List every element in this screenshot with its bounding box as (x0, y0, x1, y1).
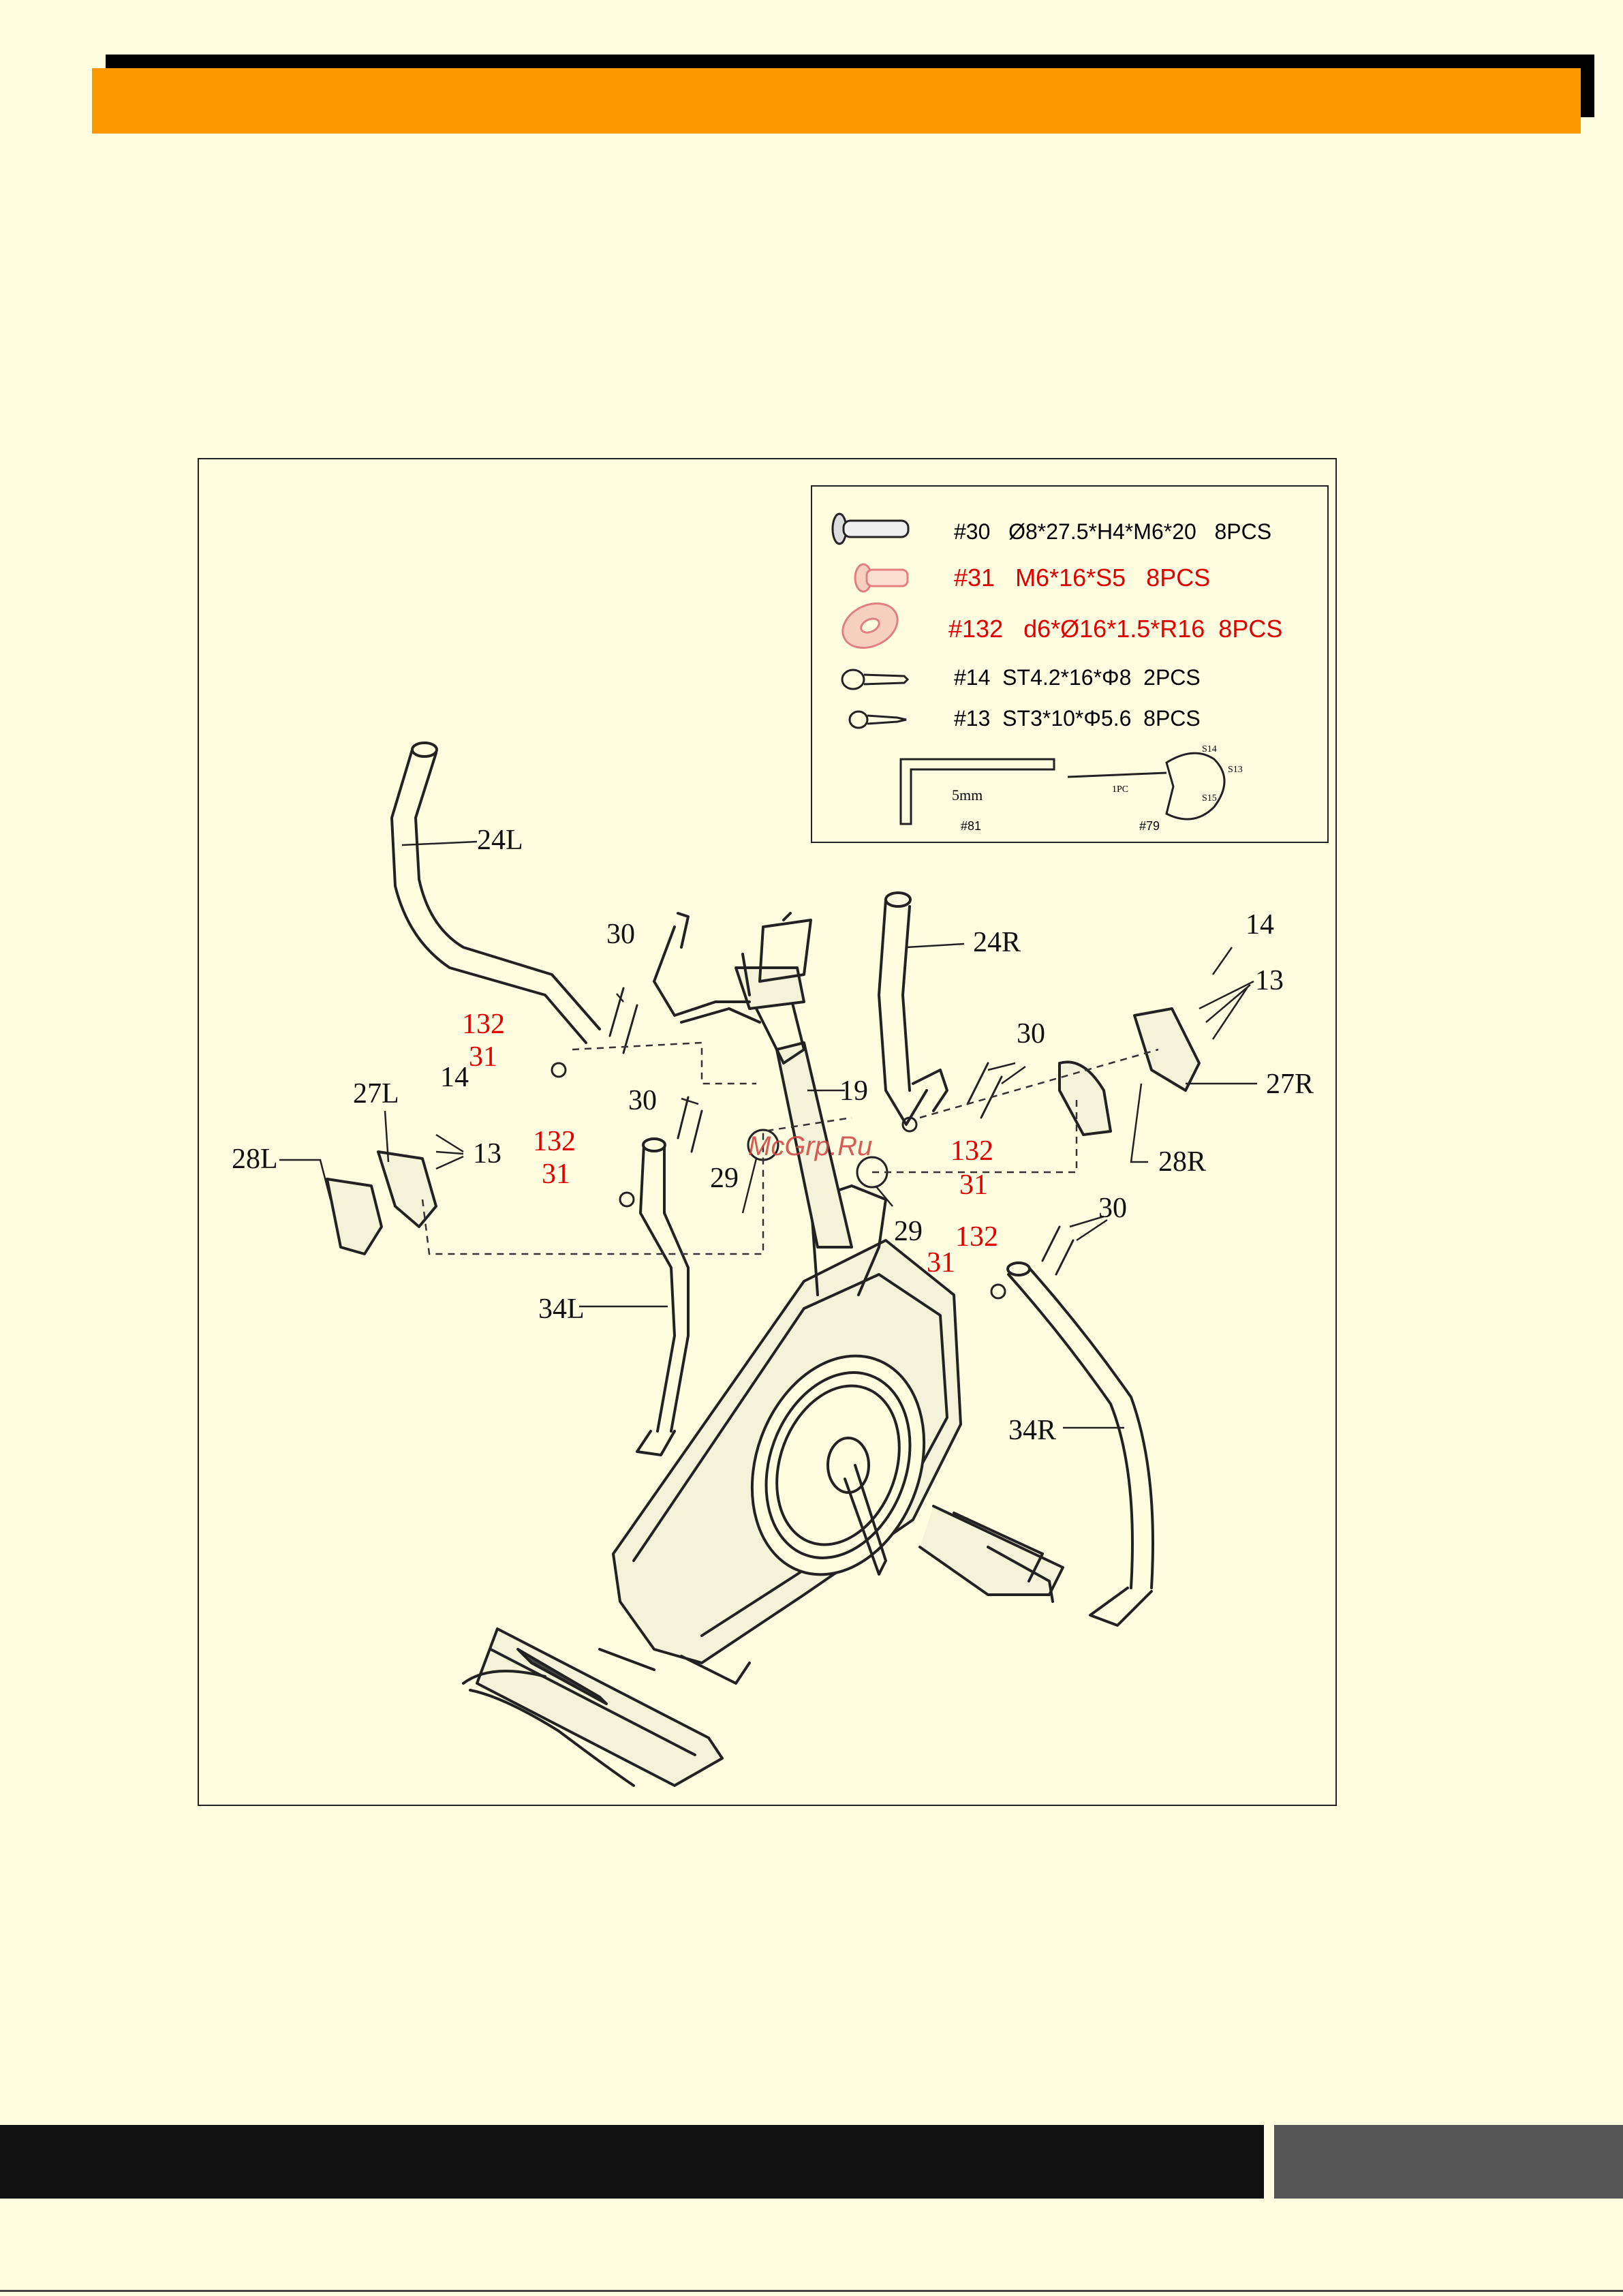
label-29-a: 29 (710, 1164, 739, 1193)
bolt-31-icon (855, 564, 908, 592)
label-29-b: 29 (894, 1217, 923, 1246)
label-19: 19 (839, 1077, 868, 1105)
lower-handle-left (637, 1139, 688, 1455)
legend-row-13: #13 ST3*10*Φ5.6 8PCS (954, 706, 1201, 731)
upper-handle-right (879, 893, 947, 1124)
wrench-mark-s13: S13 (1228, 765, 1243, 776)
label-13-b: 13 (1255, 966, 1284, 995)
label-14-b: 14 (1246, 910, 1274, 939)
allen-key-size: 5mm (952, 786, 983, 804)
tool-79-id: #79 (1139, 819, 1160, 833)
legend-row-30: #30 Ø8*27.5*H4*M6*20 8PCS (954, 519, 1271, 545)
label-34L: 34L (538, 1295, 585, 1323)
label-31-a: 31 (469, 1043, 497, 1071)
legend-row-14: #14 ST4.2*16*Φ8 2PCS (954, 665, 1201, 690)
legend-row-132: #132 d6*Ø16*1.5*R16 8PCS (948, 615, 1282, 643)
cover-left (327, 1152, 436, 1254)
wrench-mark-s14: S14 (1202, 744, 1217, 755)
footer-page-box (1274, 2125, 1623, 2199)
upper-handle-left (392, 743, 600, 1043)
label-31-d: 31 (927, 1249, 955, 1277)
label-27L: 27L (353, 1080, 399, 1108)
label-28L: 28L (232, 1145, 278, 1174)
main-mast (654, 913, 852, 1247)
cover-right (1060, 1009, 1199, 1135)
label-27R: 27R (1266, 1070, 1314, 1099)
tool-81-id: #81 (961, 819, 981, 833)
wrench-mark-s15: S15 (1202, 793, 1217, 804)
label-34R: 34R (1008, 1416, 1056, 1445)
watermark: McGrp.Ru (748, 1131, 872, 1162)
label-13-a: 13 (473, 1139, 501, 1168)
label-30-c: 30 (1017, 1020, 1045, 1048)
label-31-c: 31 (959, 1171, 988, 1199)
label-132-b: 132 (533, 1127, 576, 1156)
label-132-c: 132 (950, 1137, 993, 1165)
wrench-qty: 1PC (1112, 784, 1128, 795)
screw-14-icon (842, 670, 908, 689)
multi-wrench-icon (1068, 753, 1224, 819)
label-28R: 28R (1158, 1148, 1206, 1176)
label-30-a: 30 (606, 920, 635, 949)
label-30-d: 30 (1098, 1194, 1127, 1223)
label-132-d: 132 (955, 1223, 998, 1251)
legend-row-31: #31 M6*16*S5 8PCS (954, 564, 1210, 592)
screw-13-icon (850, 711, 906, 728)
footer-line (0, 2290, 1623, 2292)
label-24L: 24L (477, 826, 523, 855)
label-31-b: 31 (542, 1160, 570, 1189)
label-14-a: 14 (440, 1063, 469, 1092)
label-132-a: 132 (462, 1010, 505, 1039)
bolt-30-icon (833, 514, 908, 544)
footer-bar (0, 2125, 1264, 2199)
washer-132-icon (835, 595, 904, 656)
hardware-legend: #30 Ø8*27.5*H4*M6*20 8PCS #31 M6*16*S5 8… (811, 485, 1329, 843)
label-30-b: 30 (628, 1086, 657, 1115)
label-24R: 24R (973, 928, 1021, 957)
